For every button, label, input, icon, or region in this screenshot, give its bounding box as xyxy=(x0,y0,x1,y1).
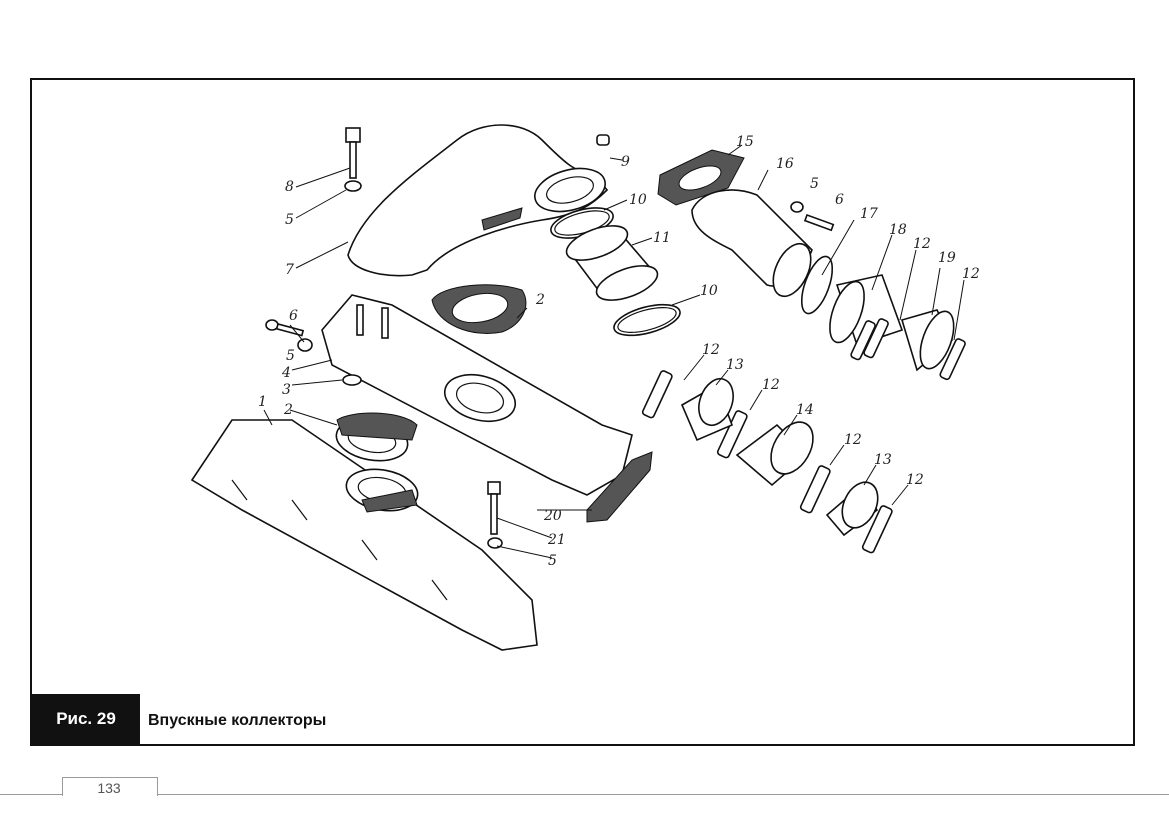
callout-7: 7 xyxy=(285,262,294,278)
callout-12: 12 xyxy=(844,432,862,448)
callout-12: 12 xyxy=(906,472,924,488)
callout-11: 11 xyxy=(653,230,671,246)
callout-2: 2 xyxy=(535,292,545,308)
bolt-6-right xyxy=(790,201,835,232)
manifold-1 xyxy=(190,418,538,651)
manifold-4 xyxy=(321,294,633,496)
callout-16: 16 xyxy=(776,156,794,172)
callout-4: 4 xyxy=(281,365,291,381)
callout-5: 5 xyxy=(810,176,819,192)
callout-10: 10 xyxy=(700,283,718,299)
sleeve-13-lower xyxy=(825,481,879,537)
callout-10: 10 xyxy=(629,192,647,208)
callout-2: 2 xyxy=(283,402,293,418)
callout-12: 12 xyxy=(702,342,720,358)
figure-frame: 8 5 7 9 10 11 10 15 16 5 6 17 18 12 19 1… xyxy=(30,78,1135,746)
callout-12: 12 xyxy=(962,266,980,282)
leader-lines xyxy=(263,144,965,559)
sleeve-19 xyxy=(901,309,955,372)
gasket-2-lower xyxy=(336,412,418,441)
part-callouts: 8 5 7 9 10 11 10 15 16 5 6 17 18 12 19 1… xyxy=(258,134,980,569)
callout-12: 12 xyxy=(913,236,931,252)
exploded-parts-diagram: 8 5 7 9 10 11 10 15 16 5 6 17 18 12 19 1… xyxy=(190,124,980,651)
page-number-tab xyxy=(62,777,158,796)
footer-rule xyxy=(0,794,1169,795)
callout-13: 13 xyxy=(874,452,892,468)
callout-19: 19 xyxy=(938,250,956,266)
clamps-12-right xyxy=(850,318,966,381)
callout-18: 18 xyxy=(889,222,907,238)
callout-5: 5 xyxy=(548,553,557,569)
figure-caption: Впускные коллекторы xyxy=(148,712,327,729)
sleeve-13-upper xyxy=(680,377,734,442)
callout-3: 3 xyxy=(282,382,291,398)
gasket-20 xyxy=(586,451,653,523)
bolt-8 xyxy=(344,127,362,192)
figure-number-badge: Рис. 29 xyxy=(32,694,140,744)
callout-6: 6 xyxy=(289,308,298,324)
callout-14: 14 xyxy=(796,402,814,418)
intake-pipe-7 xyxy=(347,124,609,277)
callout-1: 1 xyxy=(258,394,267,410)
callout-6: 6 xyxy=(835,192,844,208)
callout-9: 9 xyxy=(621,154,630,170)
sleeve-11 xyxy=(565,225,659,301)
callout-21: 21 xyxy=(547,532,566,548)
plug-9 xyxy=(596,134,610,146)
callout-8: 8 xyxy=(285,179,294,195)
washer-3 xyxy=(342,374,362,386)
gasket-15 xyxy=(657,149,745,206)
callout-15: 15 xyxy=(736,134,754,150)
callout-20: 20 xyxy=(543,508,562,524)
gasket-2-upper xyxy=(431,284,527,334)
bolt-21 xyxy=(487,481,503,549)
bolt-6-left xyxy=(265,319,313,352)
callout-12: 12 xyxy=(762,377,780,393)
hose-14 xyxy=(735,421,814,487)
callout-5: 5 xyxy=(285,212,294,228)
clamps-12-lower xyxy=(641,370,893,554)
callout-5: 5 xyxy=(286,348,295,364)
o-ring-10-lower xyxy=(613,303,681,337)
figure-number: Рис. 29 xyxy=(56,709,116,728)
page-number: 133 xyxy=(97,780,121,796)
callout-13: 13 xyxy=(726,357,744,373)
callout-17: 17 xyxy=(860,206,878,222)
